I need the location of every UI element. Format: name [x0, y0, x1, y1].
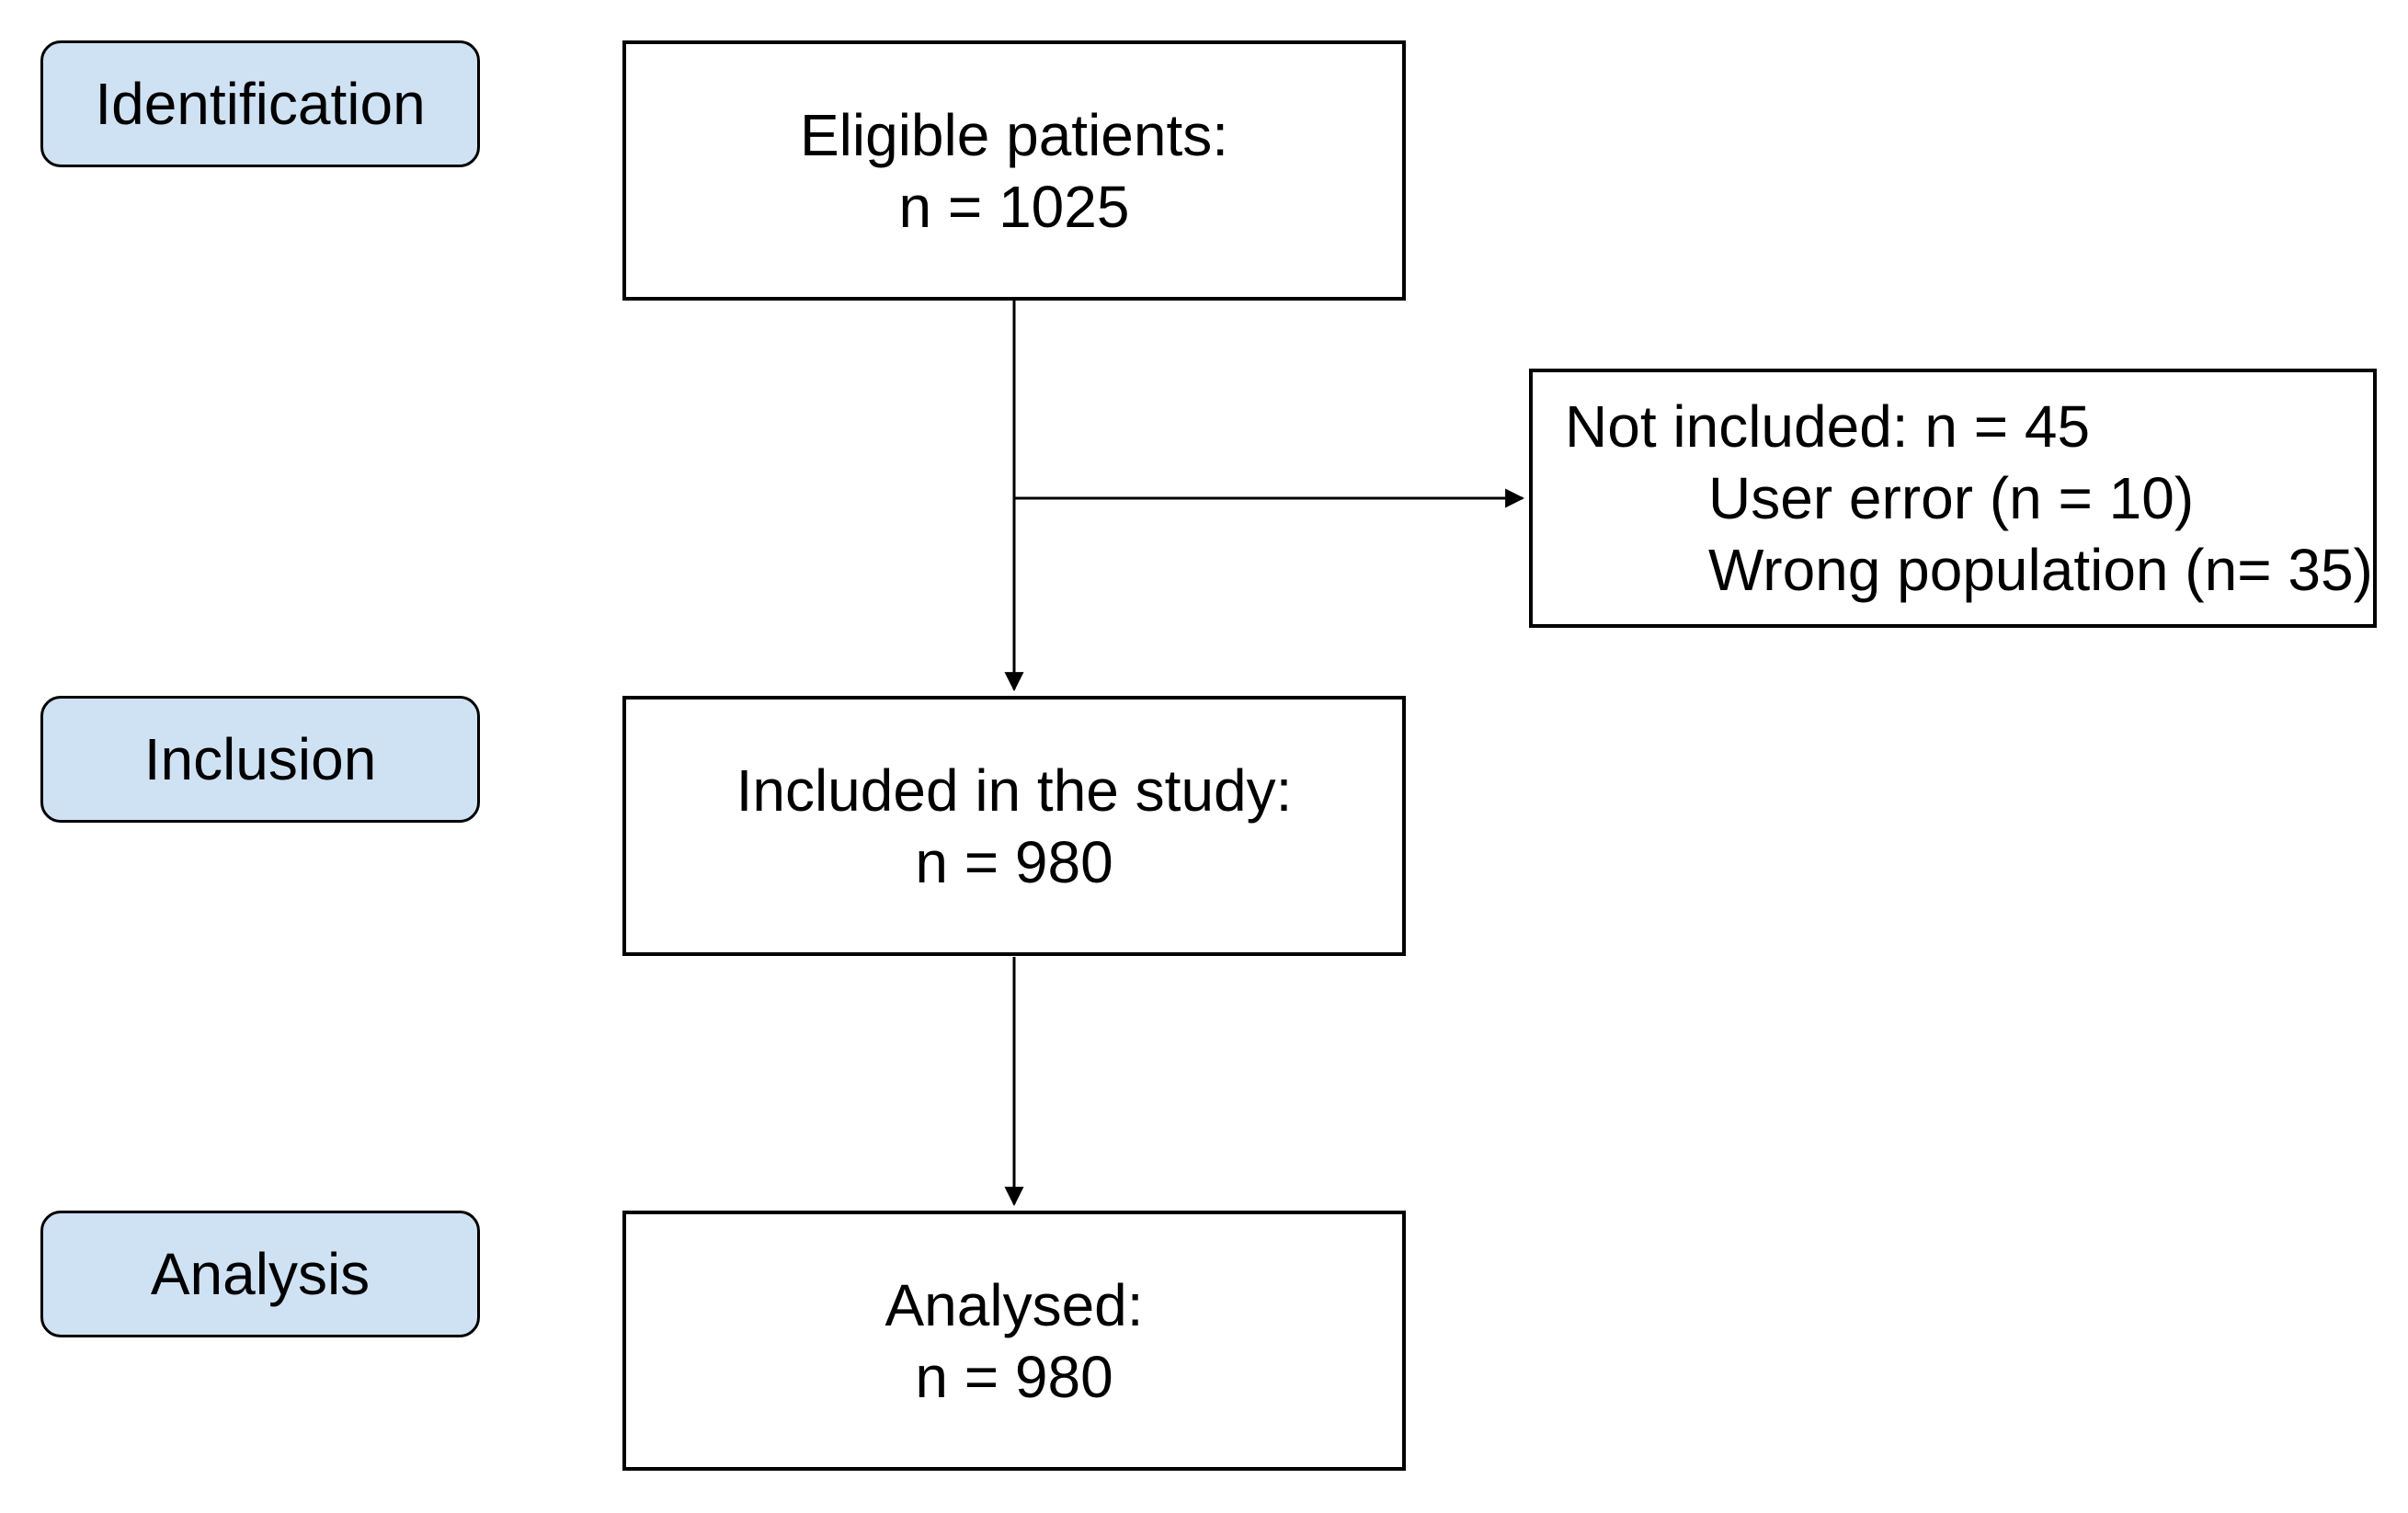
node-eligible-line-1: Eligible patients: — [799, 101, 1229, 168]
node-included-line-2: n = 980 — [915, 828, 1113, 895]
node-analysed-line-2: n = 980 — [915, 1343, 1113, 1410]
stage-label-identification-text: Identification — [95, 71, 426, 137]
stage-label-identification: Identification — [40, 40, 480, 167]
stage-label-analysis: Analysis — [40, 1211, 480, 1337]
stage-label-analysis-text: Analysis — [150, 1241, 371, 1307]
node-analysed-line-1: Analysed: — [884, 1271, 1144, 1338]
stage-label-inclusion: Inclusion — [40, 696, 480, 823]
node-included-line-1: Included in the study: — [736, 756, 1293, 824]
node-not-included: Not included: n = 45 User error (n = 10)… — [1529, 369, 2377, 628]
node-not-included-line-3: Wrong population (n= 35) — [1708, 537, 2373, 603]
node-not-included-line-2: User error (n = 10) — [1708, 465, 2195, 531]
stage-label-inclusion-text: Inclusion — [143, 726, 377, 792]
node-eligible-patients: Eligible patients: n = 1025 — [622, 40, 1406, 301]
node-included-in-study: Included in the study: n = 980 — [622, 696, 1406, 956]
node-analysed: Analysed: n = 980 — [622, 1211, 1406, 1471]
node-not-included-line-1: Not included: n = 45 — [1565, 393, 2091, 460]
node-eligible-line-2: n = 1025 — [898, 173, 1130, 240]
